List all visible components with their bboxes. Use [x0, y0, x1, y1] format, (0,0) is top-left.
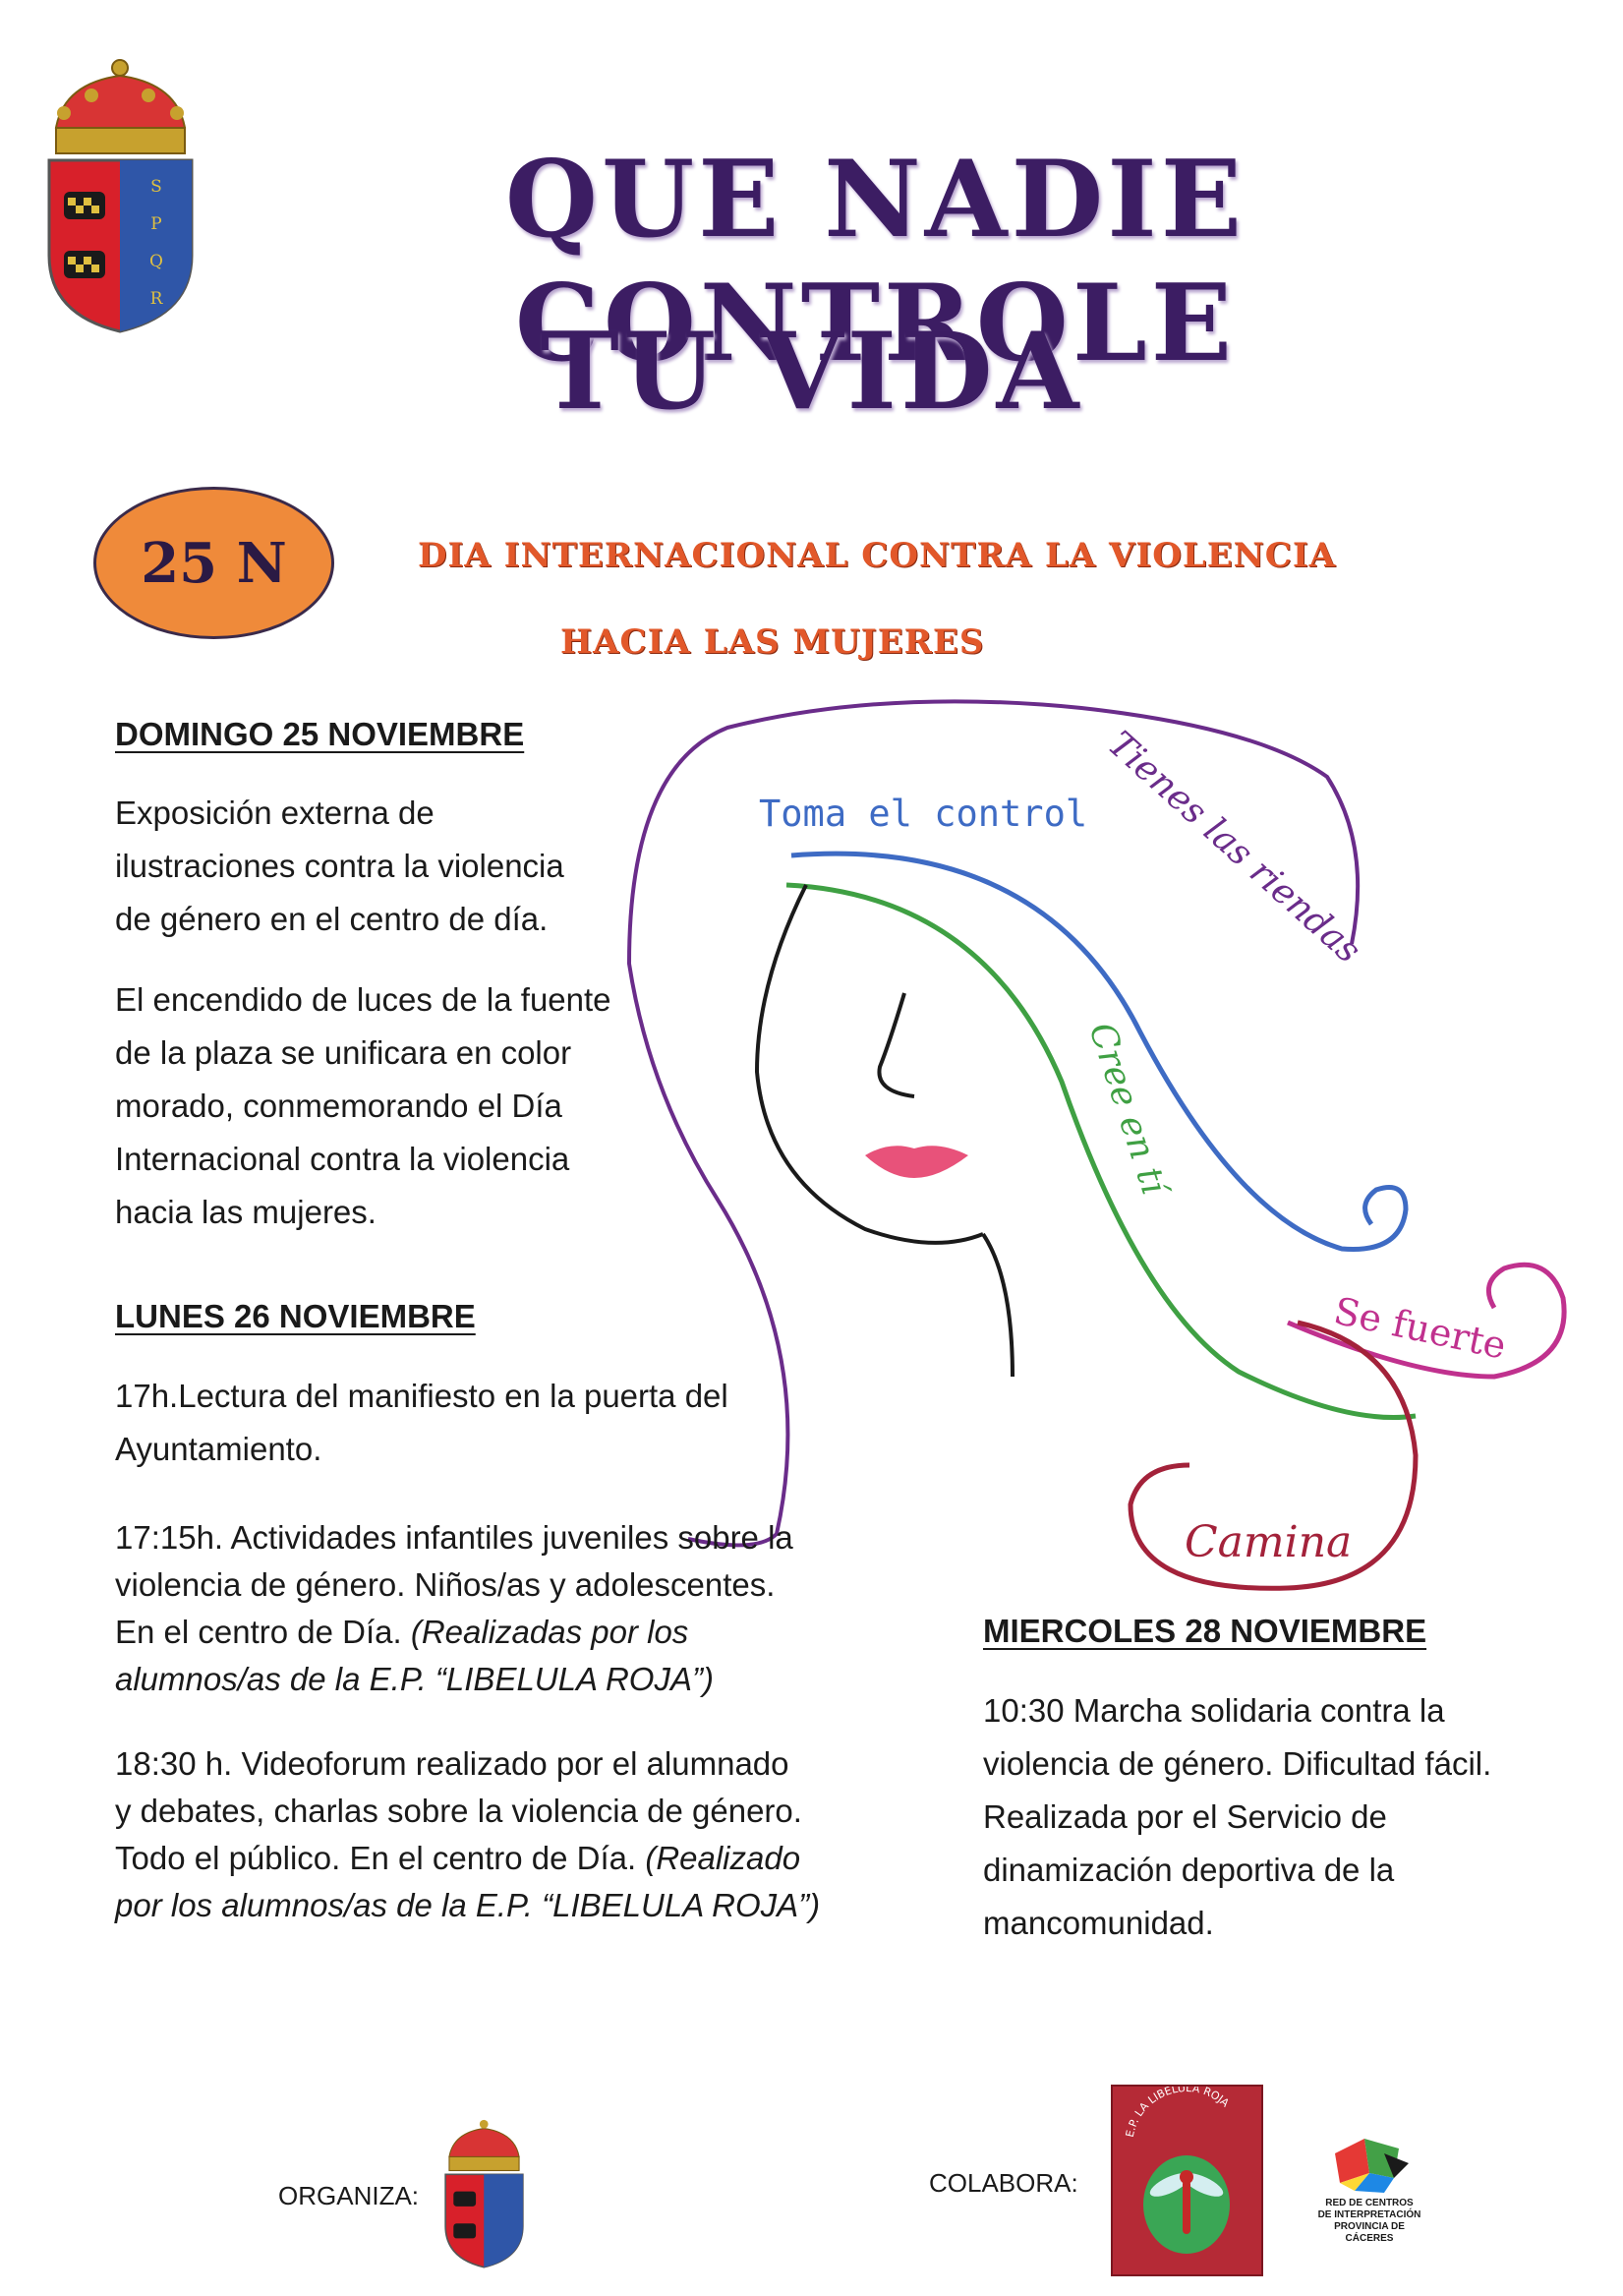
text-italic: por los alumnos/as de la E.P. “LIBELULA … [115, 1887, 821, 1923]
text-line: por los alumnos/as de la E.P. “LIBELULA … [115, 1882, 820, 1929]
lunes-paragraph-1: 17h.Lectura del manifiesto en la puerta … [115, 1370, 728, 1476]
text-line: PROVINCIA DE CÁCERES [1334, 2221, 1405, 2244]
phrase-camina: Camina [1185, 1517, 1352, 1567]
text-line: y debates, charlas sobre la violencia de… [115, 1793, 802, 1829]
text-line: morado, conmemorando el Día [115, 1088, 562, 1124]
text-line: DE INTERPRETACIÓN [1317, 2209, 1421, 2220]
colabora-label: COLABORA: [929, 2168, 1078, 2198]
text-line: El encendido de luces de la fuente [115, 981, 611, 1018]
page-title-line2: TU VIDA [540, 310, 1083, 434]
hair-outline [626, 699, 1361, 1548]
subtitle-line2: HACIA LAS MUJERES [560, 622, 985, 662]
text-line: Internacional contra la violencia [115, 1141, 570, 1177]
miercoles-paragraph-1: 10:30 Marcha solidaria contra la violenc… [983, 1684, 1491, 1950]
svg-text:R: R [150, 289, 164, 309]
heading-miercoles: MIERCOLES 28 NOVIEMBRE [983, 1613, 1427, 1649]
red-centros-logo-text: RED DE CENTROS DE INTERPRETACIÓN PROVINC… [1315, 2198, 1423, 2245]
text-line: 17h.Lectura del manifiesto en la puerta … [115, 1378, 728, 1414]
text-line: alumnos/as de la E.P. “LIBELULA ROJA”) [115, 1656, 793, 1703]
text-line: 18:30 h. Videoforum realizado por el alu… [115, 1745, 789, 1782]
text-line: violencia de género. Niños/as y adolesce… [115, 1566, 776, 1603]
text-span: En el centro de Día. [115, 1614, 411, 1650]
text-line: ilustraciones contra la violencia [115, 848, 564, 884]
text-line: dinamización deportiva de la [983, 1852, 1395, 1888]
lunes-paragraph-2: 17:15h. Actividades infantiles juveniles… [115, 1514, 793, 1703]
organiza-label: ORGANIZA: [278, 2181, 420, 2210]
svg-text:E.P. LA LIBELULA ROJA: E.P. LA LIBELULA ROJA [1124, 2087, 1232, 2139]
hair-strand-green [785, 882, 1417, 1421]
face-outline [754, 884, 984, 1245]
phrase-cree-en-ti: Cree en tí [1080, 1018, 1175, 1204]
dragonfly-icon: E.P. LA LIBELULA ROJA [1124, 2082, 1232, 2254]
lips [865, 1146, 968, 1178]
crest-emblem-small [444, 2119, 524, 2268]
subtitle-line1: DIA INTERNACIONAL CONTRA LA VIOLENCIA [418, 536, 1337, 575]
text-line: Ayuntamiento. [115, 1431, 322, 1467]
svg-text:S: S [150, 177, 162, 197]
text-line: de la plaza se unificara en color [115, 1034, 572, 1071]
text-line: mancomunidad. [983, 1905, 1214, 1941]
svg-text:Q: Q [149, 252, 163, 271]
text-italic: (Realizadas por los [410, 1614, 689, 1650]
red-centros-logo-icon [1335, 2139, 1409, 2193]
heading-lunes: LUNES 26 NOVIEMBRE [115, 1298, 476, 1334]
text-line: Exposición externa de [115, 795, 435, 831]
hair-strand-red [1128, 1320, 1419, 1591]
page-title-line1: QUE NADIE CONTROLE [504, 138, 1246, 385]
text-line: hacia las mujeres. [115, 1194, 377, 1230]
nose [877, 992, 915, 1098]
lunes-paragraph-3: 18:30 h. Videoforum realizado por el alu… [115, 1740, 820, 1929]
svg-text:P: P [150, 214, 161, 234]
date-badge: 25 N [93, 487, 334, 639]
hair-strand-magenta [1287, 1262, 1567, 1380]
text-italic: alumnos/as de la E.P. “LIBELULA ROJA”) [115, 1661, 714, 1697]
text-line: Realizada por el Servicio de [983, 1798, 1387, 1835]
text-span: Todo el público. En el centro de Día. [115, 1840, 646, 1876]
text-line: En el centro de Día. (Realizadas por los [115, 1609, 793, 1656]
date-badge-text: 25 N [141, 530, 287, 596]
text-line: violencia de género. Dificultad fácil. [983, 1745, 1492, 1782]
text-line: 10:30 Marcha solidaria contra la [983, 1692, 1445, 1729]
text-line: RED DE CENTROS [1325, 2198, 1414, 2208]
text-line: 17:15h. Actividades infantiles juveniles… [115, 1519, 793, 1556]
text-italic: (Realizado [645, 1840, 801, 1876]
domingo-paragraph-2: El encendido de luces de la fuente de la… [115, 973, 611, 1239]
heading-domingo: DOMINGO 25 NOVIEMBRE [115, 716, 525, 752]
text-line: Todo el público. En el centro de Día. (R… [115, 1835, 820, 1882]
hair-strand-blue [790, 851, 1409, 1252]
phrase-tienes-las-riendas: Tienes las riendas [1100, 724, 1368, 971]
phrase-toma-el-control: Toma el control [759, 793, 1087, 835]
crest-emblem: SP QR [47, 59, 194, 333]
neck-line [981, 1232, 1014, 1378]
phrase-se-fuerte: Se fuerte [1330, 1289, 1510, 1368]
domingo-paragraph-1: Exposición externa de ilustraciones cont… [115, 787, 564, 946]
libelula-roja-logo: E.P. LA LIBELULA ROJA [1111, 2082, 1263, 2276]
text-line: de género en el centro de día. [115, 901, 549, 937]
